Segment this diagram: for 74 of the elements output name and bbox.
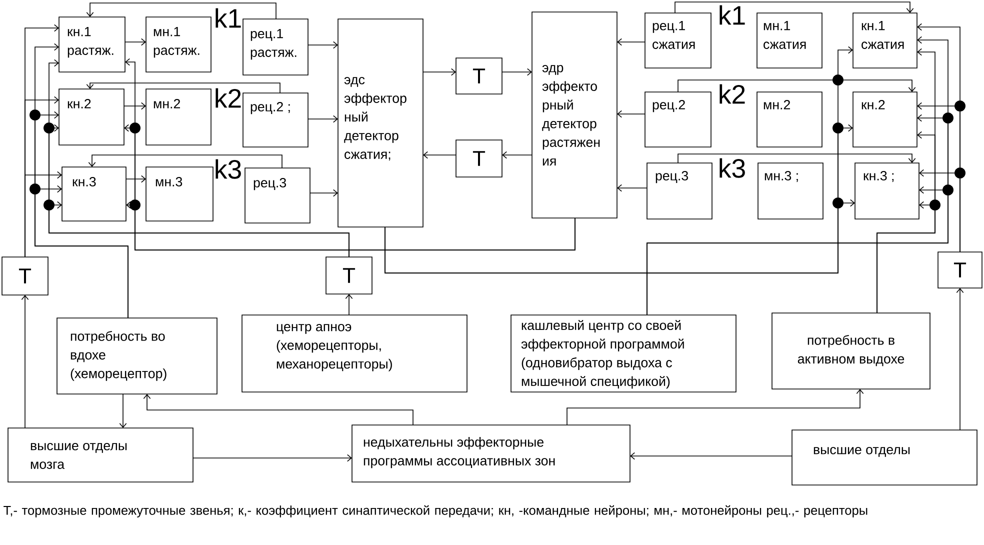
coefficient-label: k2 bbox=[720, 84, 745, 104]
t-block: Т bbox=[938, 252, 982, 288]
process-box: мн.2 bbox=[146, 88, 212, 146]
arrow bbox=[617, 38, 646, 46]
arrow bbox=[674, 2, 914, 14]
arrow bbox=[119, 394, 127, 428]
coefficient-label: k1 bbox=[216, 8, 241, 28]
arrow bbox=[88, 154, 282, 168]
arrow bbox=[34, 185, 128, 318]
process-box: мн.3 bbox=[146, 166, 214, 222]
process-box: мн.3 ; bbox=[758, 162, 824, 220]
coefficient-label: k3 bbox=[720, 158, 745, 178]
process-box: кн.1 сжатия bbox=[852, 12, 918, 68]
arrow bbox=[192, 454, 352, 462]
process-box: центр апноэ (хеморецепторы, механорецепторы) bbox=[242, 314, 468, 392]
process-box: кн.2 bbox=[852, 92, 918, 148]
arrow bbox=[617, 184, 648, 192]
arrow bbox=[956, 288, 964, 430]
arrow bbox=[48, 201, 350, 258]
coefficient-label: k3 bbox=[216, 159, 241, 179]
arrow bbox=[423, 151, 456, 159]
process-box: кн.2 bbox=[58, 88, 124, 146]
arrow bbox=[24, 171, 62, 258]
process-box: мн.2 bbox=[756, 92, 822, 148]
arrow bbox=[422, 68, 456, 76]
process-box: кн.1 растяж. bbox=[58, 16, 126, 72]
arrow bbox=[86, 82, 280, 94]
arrow bbox=[646, 186, 948, 316]
arrow bbox=[143, 394, 414, 426]
process-box: рец.1 сжатия bbox=[644, 12, 712, 68]
process-box: мн.1 растяж. bbox=[146, 16, 212, 72]
process-box: рец.2 bbox=[644, 92, 712, 148]
arrow bbox=[502, 151, 532, 159]
arrow bbox=[919, 169, 960, 252]
arrow bbox=[308, 41, 338, 49]
t-block: Т bbox=[2, 256, 48, 296]
coefficient-label: k1 bbox=[720, 5, 745, 25]
process-box: потребность во вдохе (хеморецептор) bbox=[56, 318, 218, 394]
arrow bbox=[566, 389, 864, 426]
arrow bbox=[126, 201, 576, 250]
arrow bbox=[630, 452, 792, 460]
arrow bbox=[678, 80, 916, 92]
process-box: эдр эффекто рный детектор растяжен ия bbox=[532, 12, 618, 218]
process-box: эдс эффектор ный детектор сжатия; bbox=[338, 18, 424, 228]
process-box: кашлевый центр со своей эффекторной программой (одновибратор выдоха с мышечной спецификой) bbox=[510, 314, 736, 392]
process-box: кн.3 ; bbox=[854, 162, 920, 220]
arrow bbox=[310, 189, 338, 197]
caption: Т,- тормозные промежуточные звенья; к,- коэффициент синаптической передачи; кн, -командные нейроны; мн,- мотонейроны рец.,- рецепторы bbox=[4, 505, 868, 518]
process-box: недыхательны эффекторные программы ассоциативных зон bbox=[352, 424, 630, 482]
process-box: рец.3 bbox=[244, 168, 310, 224]
t-block: Т bbox=[326, 256, 372, 294]
arrow bbox=[502, 68, 532, 76]
t-block: Т bbox=[456, 58, 502, 94]
process-box: рец.3 bbox=[646, 162, 712, 220]
arrow bbox=[21, 295, 29, 428]
arrow bbox=[617, 110, 646, 118]
arrow bbox=[126, 175, 146, 183]
arrow bbox=[308, 115, 338, 123]
arrow bbox=[124, 38, 146, 46]
arrow bbox=[876, 201, 936, 314]
process-box: высшие отделы bbox=[792, 430, 978, 486]
process-box: мн.1 сжатия bbox=[756, 12, 822, 68]
process-box: кн.3 bbox=[62, 166, 126, 222]
process-box: потребность в активном выдохе bbox=[772, 312, 930, 390]
coefficient-label: k2 bbox=[216, 88, 241, 108]
arrow bbox=[124, 102, 146, 110]
arrow bbox=[86, 2, 276, 20]
process-box: рец.1 растяж. bbox=[242, 18, 308, 76]
process-box: высшие отделы мозга bbox=[8, 428, 194, 482]
arrow bbox=[678, 154, 916, 164]
arrow bbox=[384, 199, 855, 274]
arrow bbox=[345, 294, 353, 316]
t-block: Т bbox=[456, 140, 502, 178]
process-box: рец.2 ; bbox=[242, 92, 308, 148]
